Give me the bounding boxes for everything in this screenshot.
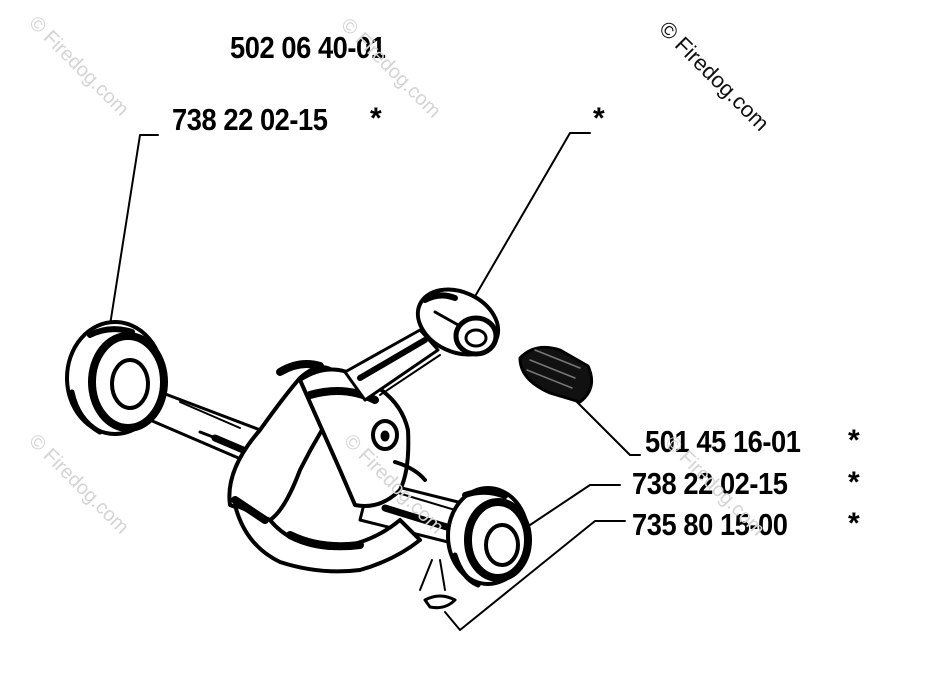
callout-left-bearing-part-number: 738 22 02-15 (172, 102, 328, 137)
assembly-number: 502 06 40-01 (230, 30, 386, 65)
callout-needle-bearing-marker: * (593, 102, 605, 135)
callout-woodruff-key-part-number: 735 80 15-00 (632, 507, 788, 542)
leader-needle-bearing (469, 132, 591, 306)
callout-piston-pin-marker: * (848, 424, 860, 457)
leader-woodruff-key (444, 520, 626, 631)
woodruff-key-part (419, 559, 457, 610)
left-ball-bearing (65, 320, 168, 436)
crank-webs (227, 360, 427, 574)
callout-right-bearing-marker: * (848, 466, 860, 499)
callout-left-bearing-marker: * (370, 102, 382, 135)
small-end-eye (415, 287, 501, 357)
leader-piston-pin (574, 399, 641, 456)
needle-bearing-roller (518, 345, 594, 404)
connecting-rod (343, 328, 441, 402)
leader-right-bearing (529, 484, 621, 526)
right-ball-bearing (446, 486, 532, 588)
callout-right-bearing-part-number: 738 22 02-15 (632, 466, 788, 501)
leader-left-bearing (109, 134, 159, 326)
callout-woodruff-key-marker: * (848, 507, 860, 540)
callout-piston-pin-part-number: 501 45 16-01 (645, 424, 801, 459)
